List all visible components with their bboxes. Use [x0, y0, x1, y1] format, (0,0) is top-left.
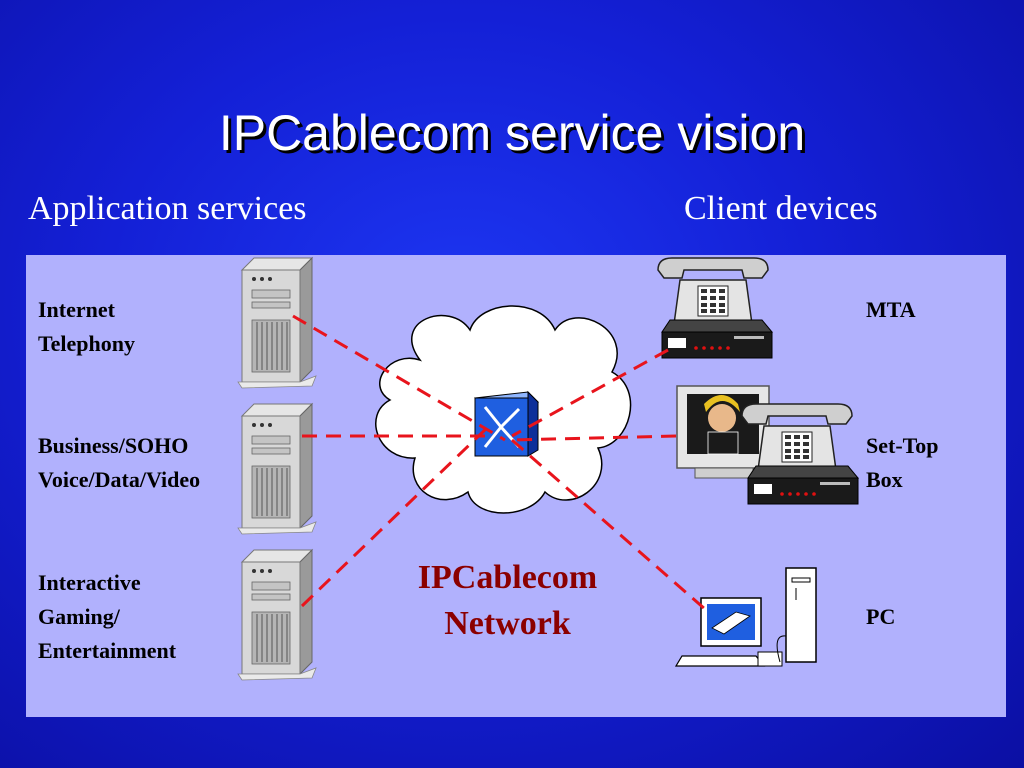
app-label-business-soho: Business/SOHO Voice/Data/Video [38, 433, 201, 492]
pc-icon [674, 567, 817, 667]
telephone-icon [657, 257, 769, 325]
link-router-to-mta [511, 348, 669, 438]
client-label-pc: PC [866, 604, 896, 629]
app-label-interactive-gaming: Interactive Gaming/ Entertainment [38, 570, 177, 663]
page-title: IPCablecom service vision [218, 105, 806, 161]
network-label: IPCablecom Network [417, 559, 598, 642]
cable-modem-icon [747, 465, 859, 505]
server-icon [237, 403, 317, 535]
network-links [292, 314, 707, 612]
app-label-internet-telephony: Internet Telephony [38, 297, 136, 356]
link-router-to-pc [511, 438, 707, 612]
link-router-to-settop [511, 434, 677, 442]
router-icon [473, 390, 540, 457]
client-label-mta: MTA [866, 297, 916, 322]
application-services-heading: Application services [28, 190, 307, 227]
server-icon [237, 549, 317, 681]
cable-modem-icon [661, 319, 773, 359]
link-gaming-to-router [300, 423, 492, 608]
monitor-icon [676, 385, 770, 479]
client-label-set-top-box: Set-Top Box [866, 433, 939, 492]
client-devices-heading: Client devices [684, 190, 878, 227]
link-telephony-to-router [292, 314, 506, 442]
